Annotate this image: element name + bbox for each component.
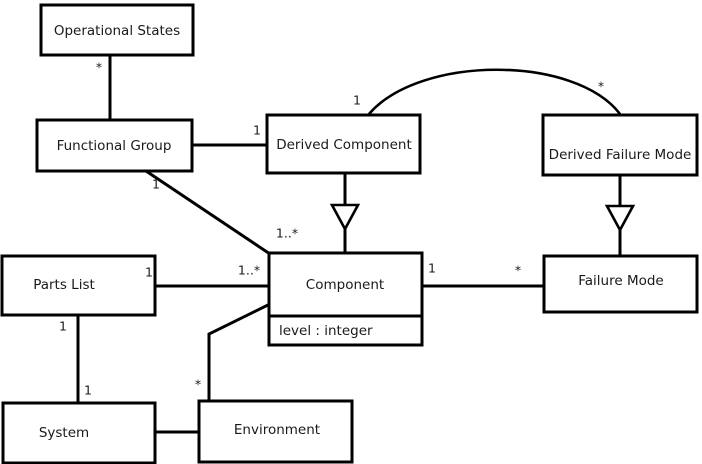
class-name-environment: Environment: [234, 422, 320, 438]
class-box-parts-list-rect: [0, 254, 157, 317]
multiplicity-parts-list-to-system-near-parts-list: 1: [59, 319, 67, 334]
multiplicity-component-to-failure-mode-near-failure-mode: *: [515, 263, 521, 278]
multiplicity-operational-states-to-functional-group: *: [96, 60, 102, 75]
association-arc-derived-component-derived-failure-mode: [368, 68, 622, 115]
multiplicity-arc-near-derived-component: 1: [353, 93, 361, 108]
class-box-failure-mode[interactable]: Failure Mode: [542, 254, 699, 314]
multiplicity-functional-group-to-component-near-component: 1..*: [276, 226, 298, 241]
multiplicity-environment-to-component: *: [195, 377, 201, 392]
multiplicity-parts-list-to-component-near-parts-list: 1: [145, 265, 153, 280]
class-box-derived-component[interactable]: Derived Component: [265, 113, 422, 175]
class-name-derived-failure-mode: Derived Failure Mode: [549, 147, 692, 163]
class-box-failure-mode-rect: [542, 254, 699, 314]
multiplicity-functional-group-to-derived-component: 1: [253, 123, 261, 138]
class-box-parts-list[interactable]: Parts List: [0, 254, 157, 317]
class-attribute-component-level: level : integer: [279, 323, 373, 339]
class-box-system-rect: [1, 401, 157, 464]
generalization-triangle-derived-component: [329, 203, 361, 232]
multiplicity-parts-list-to-component-near-component: 1..*: [238, 263, 260, 278]
association-functional-group-component: [145, 169, 271, 256]
multiplicity-parts-list-to-system-near-system: 1: [84, 383, 92, 398]
class-name-functional-group: Functional Group: [57, 138, 172, 154]
association-component-environment: [207, 302, 271, 401]
class-name-failure-mode: Failure Mode: [578, 273, 664, 289]
class-box-derived-component-rect: [265, 113, 422, 175]
generalization-triangle-derived-failure-mode: [604, 204, 636, 233]
multiplicity-component-to-failure-mode-near-component: 1: [428, 261, 436, 276]
class-box-operational-states-rect: [39, 3, 195, 57]
class-box-functional-group-rect: [35, 118, 194, 173]
class-box-component-attributes-rect: [267, 314, 424, 347]
class-name-parts-list: Parts List: [33, 277, 95, 293]
class-box-derived-failure-mode[interactable]: Derived Failure Mode: [541, 113, 699, 177]
class-name-component: Component: [306, 277, 384, 293]
class-name-system: System: [39, 425, 89, 441]
class-box-derived-failure-mode-rect: [541, 113, 699, 177]
class-name-operational-states: Operational States: [54, 23, 180, 39]
class-box-component-rect: [267, 251, 424, 318]
class-box-operational-states[interactable]: Operational States: [39, 3, 195, 57]
class-box-component[interactable]: Component level : integer: [267, 251, 424, 347]
class-box-functional-group[interactable]: Functional Group: [35, 118, 194, 173]
class-box-environment[interactable]: Environment: [197, 399, 354, 464]
class-name-derived-component: Derived Component: [276, 137, 412, 153]
class-box-environment-rect: [197, 399, 354, 464]
class-box-system[interactable]: System: [1, 401, 157, 464]
multiplicity-functional-group-to-component-near-functional-group: 1: [152, 177, 160, 192]
multiplicity-arc-near-derived-failure-mode: *: [598, 79, 604, 94]
